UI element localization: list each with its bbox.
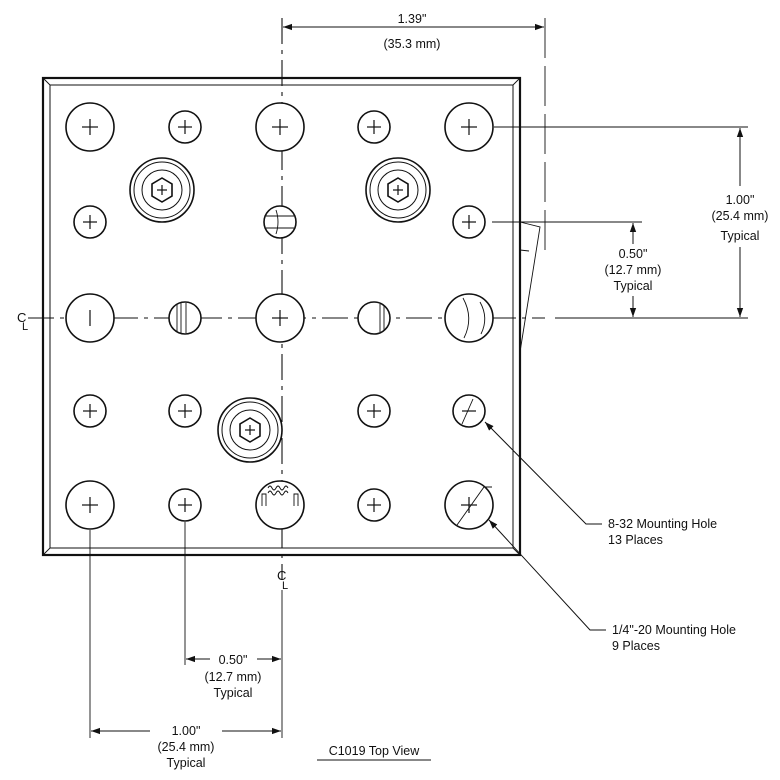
large-mounting-hole (255, 293, 305, 343)
callout-8-32-line2: 13 Places (608, 533, 663, 547)
small-mounting-hole (168, 110, 202, 144)
centerline-symbol-vertical: C L (277, 568, 288, 592)
dimension-bottom-small: 0.50" (12.7 mm) Typical (184, 522, 281, 700)
small-mounting-hole (168, 301, 202, 335)
small-mounting-hole (168, 394, 202, 428)
large-mounting-hole (444, 102, 494, 152)
top-dimension-inches: 1.39" (398, 12, 427, 26)
svg-text:L: L (22, 321, 28, 333)
large-mounting-hole (65, 102, 115, 152)
small-mounting-hole (452, 205, 486, 239)
bottom-small-note: Typical (214, 686, 253, 700)
bottom-small-inches: 0.50" (219, 653, 248, 667)
large-mounting-hole (255, 480, 305, 530)
dimension-right-large: 1.00" (25.4 mm) Typical (494, 126, 769, 319)
small-mounting-hole (357, 394, 391, 428)
large-mounting-hole (65, 480, 115, 530)
bottom-small-mm: (12.7 mm) (205, 670, 262, 684)
bottom-large-mm: (25.4 mm) (158, 740, 215, 754)
cap-screw (365, 157, 431, 223)
callout-1-4-20-hole: 1/4"-20 Mounting Hole 9 Places (488, 519, 736, 653)
callout-1-4-20-line1: 1/4"-20 Mounting Hole (612, 623, 736, 637)
cap-screw (129, 157, 195, 223)
hole-pattern (65, 102, 494, 530)
small-mounting-hole (168, 488, 202, 522)
small-mounting-hole (73, 205, 107, 239)
right-large-inches: 1.00" (726, 193, 755, 207)
right-large-mm: (25.4 mm) (712, 209, 769, 223)
right-large-note: Typical (721, 229, 760, 243)
small-mounting-hole (73, 394, 107, 428)
bottom-large-note: Typical (167, 756, 206, 770)
cap-screw (217, 397, 283, 463)
right-small-mm: (12.7 mm) (605, 263, 662, 277)
caption-text: C1019 Top View (329, 744, 421, 758)
centerline-symbol-horizontal: C L (17, 310, 28, 333)
side-clamp-edge (519, 221, 541, 353)
drawing-caption: C1019 Top View (317, 744, 431, 761)
dimension-right-small: 0.50" (12.7 mm) Typical (492, 221, 662, 317)
large-mounting-hole (444, 293, 494, 343)
top-dimension-mm: (35.3 mm) (384, 37, 441, 51)
small-mounting-hole (357, 488, 391, 522)
callout-1-4-20-line2: 9 Places (612, 639, 660, 653)
small-mounting-hole (452, 394, 486, 428)
large-mounting-hole (255, 102, 305, 152)
right-small-inches: 0.50" (619, 247, 648, 261)
svg-text:C: C (277, 568, 286, 583)
bottom-large-inches: 1.00" (172, 724, 201, 738)
callout-8-32-line1: 8-32 Mounting Hole (608, 517, 717, 531)
right-small-note: Typical (614, 279, 653, 293)
small-mounting-hole (357, 301, 391, 335)
large-mounting-hole (444, 480, 494, 530)
svg-text:C: C (17, 310, 26, 325)
large-mounting-hole (65, 293, 115, 343)
svg-text:L: L (282, 580, 288, 592)
small-mounting-hole (263, 205, 297, 239)
dimension-top-spacing: 1.39" (35.3 mm) (283, 12, 546, 255)
callout-8-32-hole: 8-32 Mounting Hole 13 Places (484, 421, 717, 547)
small-mounting-hole (357, 110, 391, 144)
dimension-bottom-large: 1.00" (25.4 mm) Typical (89, 530, 283, 770)
